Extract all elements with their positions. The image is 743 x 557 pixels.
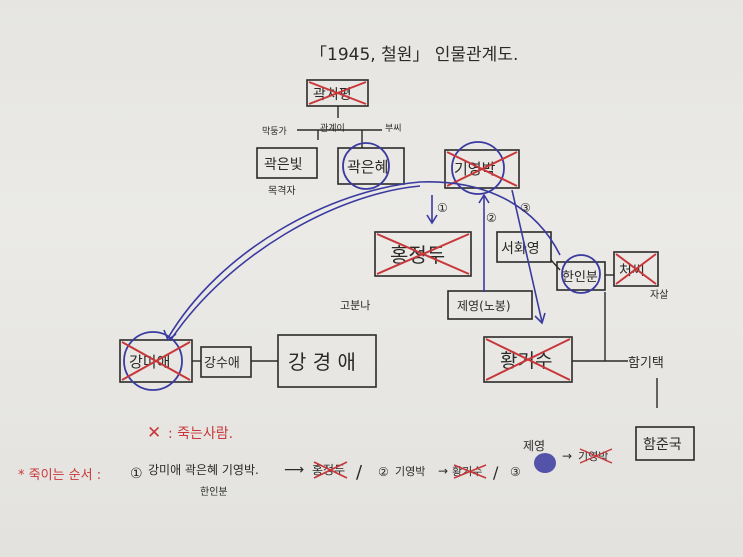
arrows (163, 181, 561, 342)
node-seohwayoung: 서화영 (496, 231, 552, 263)
kill-order-step2-a: 기영박 (395, 465, 425, 478)
node-pakeunbit-role: 목격자 (268, 184, 296, 197)
node-gangmiae: 강미애 (119, 331, 193, 391)
arrow-number-1: ① (437, 201, 448, 215)
node-jeyoung: 제영(노봉) (447, 290, 533, 320)
node-pakeunbit-label: 곽은빛 (264, 157, 303, 173)
node-hanginbun: 한인분 (556, 254, 606, 294)
parent-label-left: 막둥가 (262, 126, 287, 137)
node-hongjangdu: 홍정두 (374, 231, 472, 277)
node-cheossi: 처씨 자살 (613, 251, 668, 301)
node-kiyoungbak-label: 기영박 (454, 160, 496, 178)
kill-order-label: * 죽이는 순서 : (18, 468, 101, 483)
kill-order-step3-b-strike (579, 448, 613, 464)
kill-order-step1-a: 강미애 곽은혜 기영박. (148, 463, 259, 477)
node-kiyoungbak: 기영박 (444, 141, 520, 195)
arrow-number-2: ② (486, 211, 497, 225)
node-seohwayoung-label: 서화영 (501, 241, 540, 257)
kill-order-step1-sub: 한인분 (200, 486, 228, 498)
node-gangsuae-label: 강수애 (204, 356, 240, 371)
node-hongjangdu-label: 홍정두 (390, 243, 445, 267)
node-top: 곽치평 (306, 79, 369, 107)
node-hwanggisu: 황기수 (483, 336, 573, 383)
legend-text: : 죽는사람. (168, 426, 233, 442)
node-gobuna: 고분나 (340, 299, 370, 312)
kill-order-step1-b-strike (313, 461, 348, 479)
kill-order-step2-b-strike (453, 464, 487, 479)
node-hangeuk-label: 함준국 (643, 437, 682, 453)
kill-order-step3-scribble (534, 453, 556, 473)
node-cheossi-note: 자살 (650, 289, 668, 301)
kill-order-divider-1: / (356, 462, 363, 483)
node-hangeuk: 함준국 (635, 426, 695, 461)
node-gangkyungae-label: 강 경 애 (288, 350, 356, 374)
parent-label-right: 부씨 (385, 123, 402, 134)
kill-order-arrow-3: → (562, 449, 572, 463)
node-pakeunhye: 곽은혜 (337, 142, 405, 190)
arrow-number-3: ③ (520, 201, 531, 215)
kill-order-step3-top: 제영 (523, 439, 545, 453)
node-gangmiae-label: 강미애 (129, 353, 170, 371)
node-gangkyungae: 강 경 애 (277, 334, 377, 388)
kill-order-step1-num: ① (130, 466, 143, 482)
node-pakeunbit: 곽은빛 목격자 (256, 147, 318, 197)
node-jeyoung-label: 제영(노봉) (457, 299, 511, 313)
node-hangitaek: 함기택 (628, 356, 664, 371)
diagram-title: 「1945, 철원」 인물관계도. (310, 45, 518, 65)
node-pakeunhye-label: 곽은혜 (347, 158, 388, 176)
kill-order-arrow-1: ⟶ (284, 462, 304, 478)
kill-order-divider-2: / (493, 463, 499, 482)
legend-mark: ✕ (147, 423, 161, 443)
kill-order-step3-num: ③ (510, 465, 521, 479)
node-gangsuae: 강수애 (200, 346, 252, 378)
kill-order-arrow-2: → (438, 464, 448, 478)
kill-order-step2-b: 황기수 (452, 465, 482, 478)
parent-label-middle: 관계이 (320, 122, 345, 134)
kill-order-step2-num: ② (378, 465, 389, 479)
node-hanginbun-label: 한인분 (562, 270, 598, 285)
